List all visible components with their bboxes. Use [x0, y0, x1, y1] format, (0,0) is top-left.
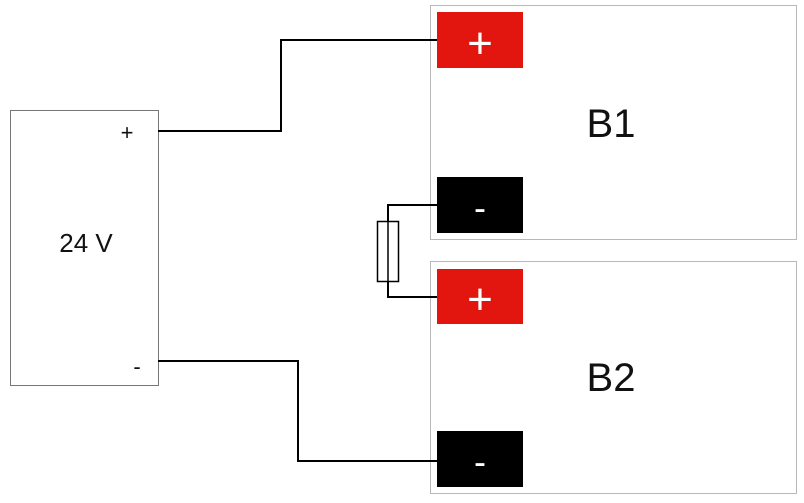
- b2-positive-terminal[interactable]: +: [437, 269, 523, 324]
- power-supply-plus-label: +: [121, 120, 134, 145]
- power-supply-minus-label: -: [133, 354, 140, 379]
- battery-b1-label: B1: [587, 102, 636, 146]
- b1-plus-sign: +: [467, 19, 493, 68]
- power-supply-box: [10, 110, 159, 386]
- wire-supply-minus-to-b2-minus: [158, 360, 437, 462]
- b2-plus-sign: +: [467, 275, 493, 324]
- wire-b1-minus-to-fuse: [387, 204, 437, 221]
- b1-positive-terminal[interactable]: +: [437, 12, 523, 68]
- b2-minus-sign: -: [474, 441, 486, 482]
- power-supply-label: 24 V: [59, 228, 113, 258]
- wire-supply-plus-to-b1-plus: [158, 39, 437, 132]
- b1-negative-terminal[interactable]: -: [437, 177, 523, 233]
- fuse-icon: [376, 220, 400, 283]
- b2-negative-terminal[interactable]: -: [437, 431, 523, 487]
- wire-fuse-to-b2-plus: [387, 281, 437, 298]
- b1-minus-sign: -: [474, 187, 486, 228]
- battery-b2-label: B2: [587, 356, 636, 400]
